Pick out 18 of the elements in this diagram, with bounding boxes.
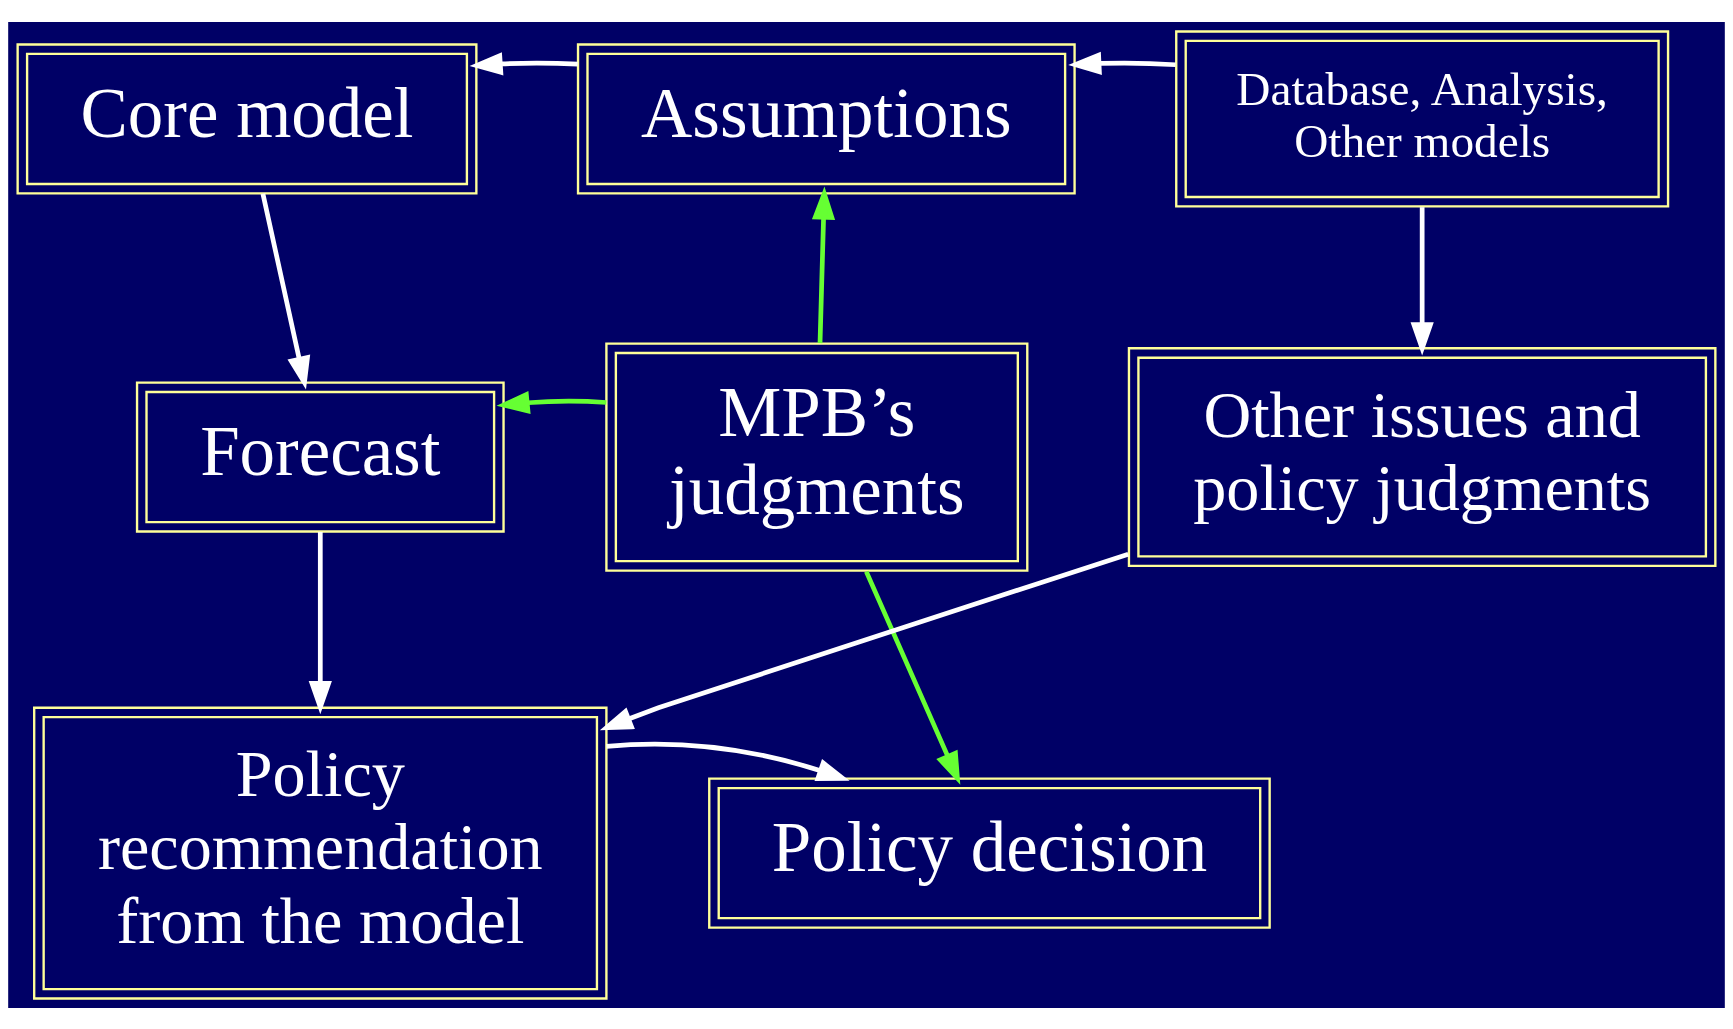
node-box: Forecast: [135, 380, 505, 533]
node-box: Other issues and policy judgments: [1127, 346, 1717, 567]
arrow: [469, 51, 578, 75]
arrow: [260, 192, 311, 389]
node-box: Assumptions: [576, 42, 1076, 195]
node-box: Database, Analysis, Other models: [1175, 29, 1670, 208]
arrow: [864, 570, 961, 785]
node-box: Policy decision: [708, 776, 1271, 929]
arrow: [811, 186, 836, 343]
arrow: [606, 741, 850, 781]
node-box: Policy recommendation from the model: [33, 706, 608, 1000]
node-box: MPB’s judgments: [605, 341, 1029, 572]
arrow: [1068, 51, 1176, 75]
arrow: [308, 531, 332, 714]
arrow: [1410, 206, 1434, 355]
node-box: Core model: [16, 42, 478, 195]
arrow: [496, 390, 607, 414]
arrow: [599, 551, 1129, 730]
